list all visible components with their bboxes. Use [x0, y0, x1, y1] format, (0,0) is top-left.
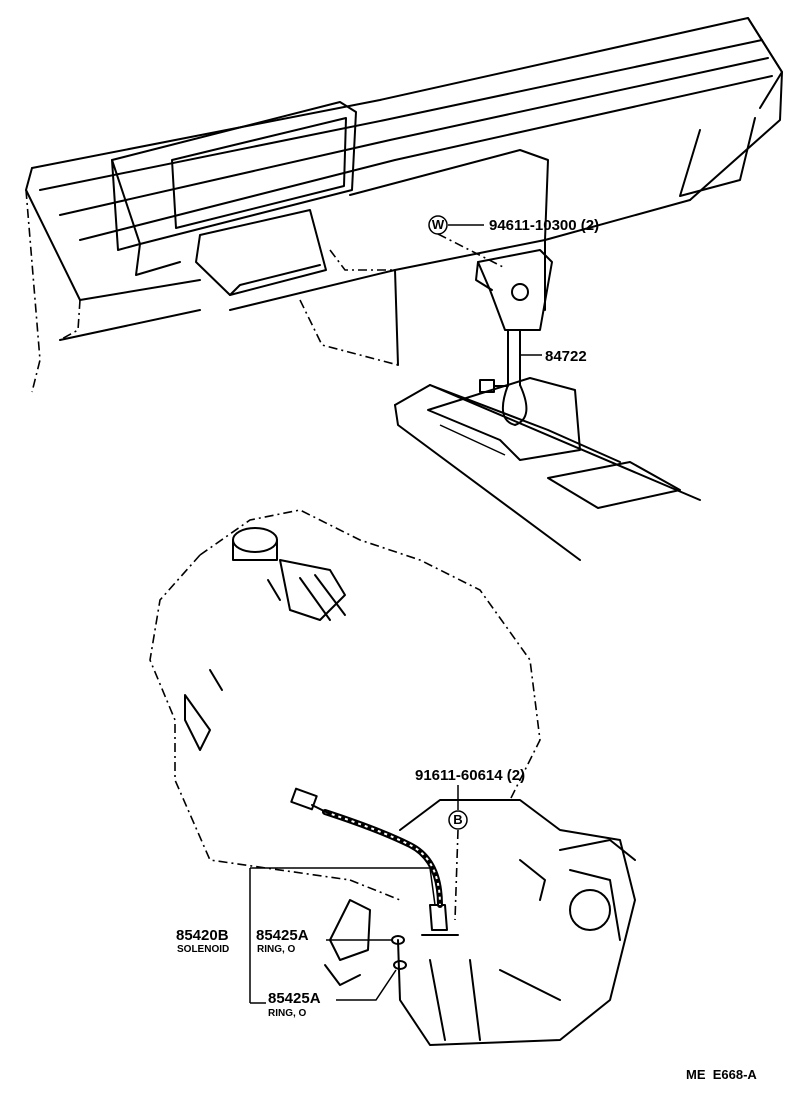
ring-lower-part-number: 85425A: [268, 990, 321, 1007]
callout-ring-upper: 85425A RING, O: [256, 927, 392, 955]
engine-illustration: [149, 509, 541, 901]
bolt-w-symbol: W: [432, 217, 445, 232]
figure-reference: ME E668-A: [686, 1067, 757, 1082]
transmission-illustration: [324, 799, 636, 1046]
ring-lower-name: RING, O: [268, 1008, 307, 1019]
bolt-b-symbol: B: [453, 812, 462, 827]
ring-upper-name: RING, O: [257, 944, 296, 955]
callout-bolt-b: 91611-60614 (2) B: [415, 767, 525, 921]
switch-part-number: 84722: [545, 348, 587, 365]
solenoid-harness: [290, 787, 443, 908]
callout-bolt-w: W 94611-10300 (2): [428, 215, 599, 269]
o-ring-lower: [393, 960, 407, 970]
neutral-start-switch: [475, 249, 553, 426]
dashboard-illustration: [25, 17, 783, 561]
solenoid-part-number: 85420B: [176, 927, 229, 944]
callout-switch: 84722: [520, 348, 587, 365]
callout-solenoid: 85420B SOLENOID: [176, 867, 436, 1003]
ring-upper-part-number: 85425A: [256, 927, 309, 944]
bolt-b-part-number: 91611-60614 (2): [415, 767, 525, 784]
callout-ring-lower: 85425A RING, O: [250, 969, 397, 1019]
bolt-w-part-number: 94611-10300 (2): [489, 217, 599, 234]
solenoid-name: SOLENOID: [177, 944, 229, 955]
